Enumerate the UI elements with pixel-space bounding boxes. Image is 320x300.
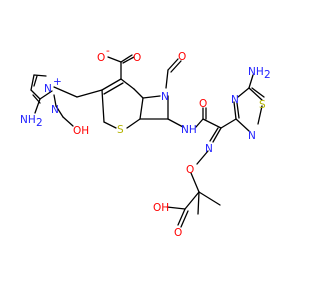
atom-n-oxime: N xyxy=(205,143,213,155)
atom-n-lactam: N xyxy=(161,91,169,103)
atom-nh2-thiad: NH xyxy=(248,66,264,78)
atom-nh2-thiad-sub: 2 xyxy=(264,69,271,81)
atom-n-thiad-a: N xyxy=(231,94,239,106)
atom-n-pyrazole-plus: N xyxy=(44,83,52,95)
charge-plus: + xyxy=(53,76,62,88)
charge-minus: - xyxy=(106,45,110,57)
bond-skeleton xyxy=(30,54,265,228)
atom-s-ring: S xyxy=(117,124,124,136)
atom-oh-hydroxyethyl: OH xyxy=(73,125,89,137)
bond-hetero-segments xyxy=(133,88,144,99)
atom-o-lactam: O xyxy=(178,51,186,63)
atom-n-pyrazole: N xyxy=(51,104,59,116)
atom-s-thiad: S xyxy=(259,99,266,111)
atom-nh-amide: NH xyxy=(181,124,197,136)
atom-o-acid: O xyxy=(174,227,182,239)
bond-pyrazole-double xyxy=(32,94,41,104)
structure-diagram: O - O N O S NH O N S N NH 2 N O O OH N +… xyxy=(20,45,271,239)
atom-o-carboxylate: O xyxy=(133,52,141,64)
atom-n-thiad-b: N xyxy=(248,130,256,142)
atom-o-oxime: O xyxy=(186,164,194,176)
atom-nh2-pyrazole: NH xyxy=(20,114,36,126)
atom-nh2-pyrazole-sub: 2 xyxy=(36,117,43,129)
atom-oh-acid: OH xyxy=(153,202,169,214)
molecule-svg: O - O N O S NH O N S N NH 2 N O O OH N +… xyxy=(20,45,271,239)
atom-o-minus: O xyxy=(97,52,105,64)
atom-o-amide: O xyxy=(199,98,207,110)
atom-labels: O - O N O S NH O N S N NH 2 N O O OH N +… xyxy=(20,45,271,239)
